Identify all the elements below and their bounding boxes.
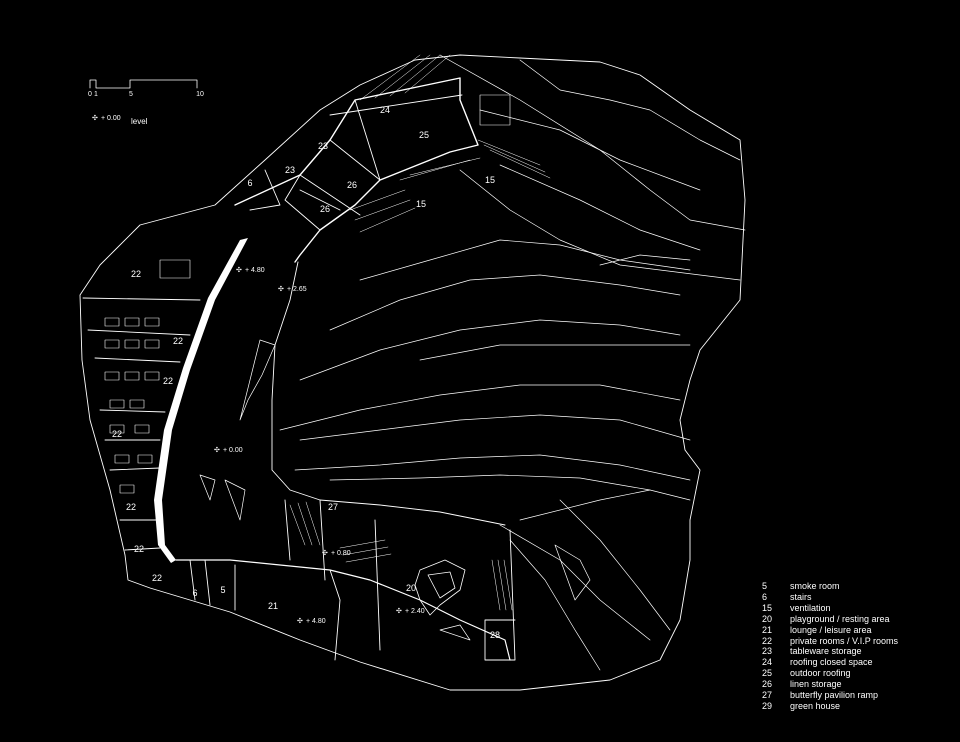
level-marker-265: ✣ [278, 285, 284, 293]
level-key-label: level [131, 117, 148, 126]
level-480-a: + 4.80 [245, 267, 265, 274]
room-24: 24 [380, 105, 390, 115]
north-hatching [349, 54, 551, 233]
room-22-g: 22 [152, 573, 162, 583]
room-28: 28 [490, 630, 500, 640]
room-22-a: 22 [131, 269, 141, 279]
courtyard-edge [271, 261, 506, 526]
legend-number: 24 [762, 657, 773, 668]
room-27: 27 [328, 502, 338, 512]
legend-number: 5 [762, 581, 768, 591]
level-key-marker: ✣ [92, 114, 98, 122]
legend-text: lounge / leisure area [790, 624, 872, 635]
south-wing [175, 559, 511, 661]
legend-text: outdoor roofing [790, 668, 851, 679]
legend-row: 25 outdoor roofing [762, 668, 898, 679]
legend-row: 22 private rooms / V.I.P rooms [762, 636, 898, 647]
vip-tables [104, 94, 511, 494]
scale-tick-10: 10 [196, 91, 204, 98]
room-15-b: 15 [416, 199, 426, 209]
west-wall [82, 297, 201, 551]
level-marker-480-b: ✣ [297, 617, 303, 625]
legend-number: 29 [762, 700, 773, 711]
legend: 5 smoke room 6 stairs 15 ventilation 20 playgro… [762, 581, 898, 712]
room-23-b: 23 [285, 165, 295, 175]
level-marker-000: ✣ [214, 446, 220, 454]
scale-tick-5: 5 [129, 91, 133, 98]
room-6-b: 6 [192, 588, 197, 598]
play-structure [414, 559, 466, 616]
legend-row: 21 lounge / leisure area [762, 625, 898, 636]
room-22-f: 22 [134, 544, 144, 554]
room-6-a: 6 [247, 178, 252, 188]
courtyard-forms [199, 339, 591, 641]
north-rooms [249, 94, 463, 231]
room-20: 20 [406, 583, 416, 593]
room-23-a: 23 [318, 141, 328, 151]
room-21: 21 [268, 601, 278, 611]
legend-row: 29 green house [762, 701, 898, 712]
level-key-value: + 0.00 [101, 115, 121, 122]
legend-text: butterfly pavilion ramp [790, 690, 879, 701]
legend-text: playground / resting area [790, 613, 890, 624]
room-26-a: 26 [347, 180, 357, 190]
legend-row: 5 smoke room [762, 581, 898, 592]
level-marker-480-a: ✣ [236, 266, 242, 274]
room-22-c: 22 [163, 376, 173, 386]
room-25: 25 [419, 130, 429, 140]
level-265: + 2.65 [287, 286, 307, 293]
level-marker-240: ✣ [396, 607, 402, 615]
level-080: + 0.80 [331, 550, 351, 557]
legend-row: 24 roofing closed space [762, 657, 898, 668]
terrain-lines [279, 54, 746, 671]
corridor-wall [154, 238, 248, 563]
legend-number: 20 [762, 613, 773, 624]
south-rooms [189, 499, 516, 661]
scale-tick-0: 0 [88, 91, 92, 98]
legend-number: 26 [762, 679, 773, 690]
south-hatching [289, 501, 513, 611]
scale-tick-1: 1 [94, 91, 98, 98]
legend-row: 27 butterfly pavilion ramp [762, 690, 898, 701]
legend-number: 15 [762, 602, 773, 613]
level-240: + 2.40 [405, 608, 425, 615]
level-marker-080: ✣ [322, 549, 328, 557]
scale-bar [89, 79, 198, 89]
legend-number: 21 [762, 624, 773, 635]
room-15-a: 15 [485, 175, 495, 185]
legend-text: ventilation [790, 602, 831, 613]
level-480-b: + 4.80 [306, 618, 326, 625]
legend-text: smoke room [790, 581, 840, 591]
room-22-b: 22 [173, 336, 183, 346]
legend-text: private rooms / V.I.P rooms [790, 635, 899, 646]
legend-number: 23 [762, 646, 773, 657]
legend-number: 27 [762, 690, 773, 701]
room-22-d: 22 [112, 429, 122, 439]
legend-row: 23 tableware storage [762, 646, 898, 657]
legend-number: 6 [762, 591, 768, 602]
legend-text: green house [790, 700, 841, 711]
building-outline [79, 54, 746, 691]
legend-row: 15 ventilation [762, 603, 898, 614]
level-000: + 0.00 [223, 447, 243, 454]
room-26-b: 26 [320, 204, 330, 214]
legend-text: tableware storage [790, 646, 862, 657]
legend-row: 20 playground / resting area [762, 614, 898, 625]
legend-row: 26 linen storage [762, 679, 898, 690]
legend-text: roofing closed space [790, 657, 873, 668]
legend-number: 25 [762, 668, 773, 679]
legend-number: 22 [762, 635, 773, 646]
legend-row: 6 stairs [762, 592, 898, 603]
room-5: 5 [220, 585, 225, 595]
legend-text: linen storage [790, 679, 842, 690]
room-22-e: 22 [126, 502, 136, 512]
legend-text: stairs [790, 591, 812, 602]
